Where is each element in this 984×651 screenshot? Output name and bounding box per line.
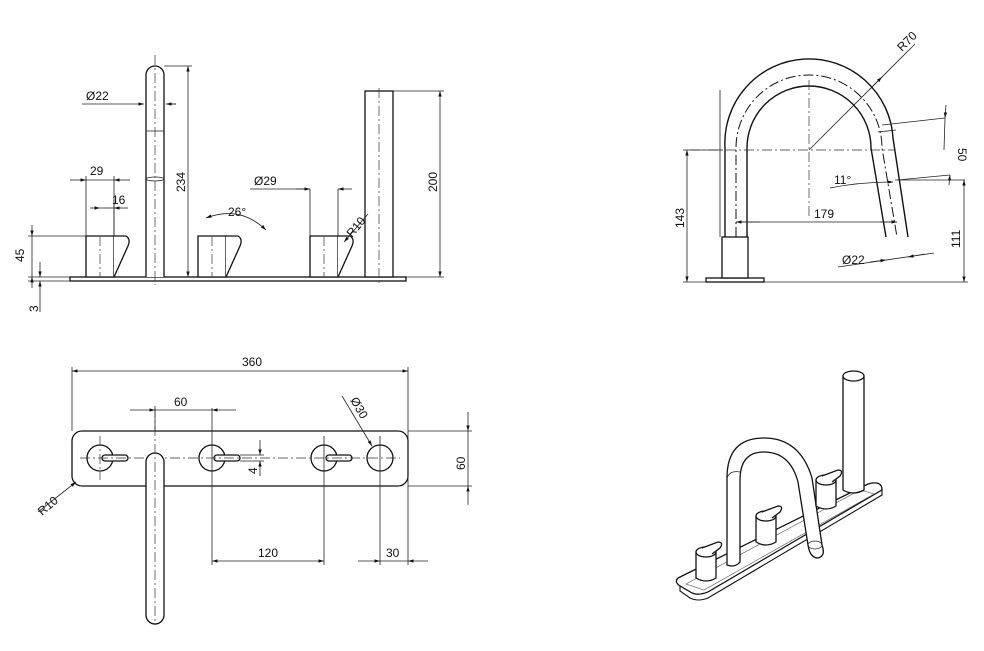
- dim-handle-height: 45: [13, 248, 27, 262]
- dim-spout-height: 234: [174, 172, 188, 192]
- dim-lever-width: 16: [112, 193, 126, 207]
- dim-spout-pitch: 60: [174, 395, 188, 409]
- iso-spout: [726, 437, 824, 567]
- arch-outer: [724, 58, 909, 238]
- side-view: R70 50 11° 179 143 Ø22 111: [673, 28, 969, 283]
- iso-handle-2: [755, 516, 777, 546]
- dim-shower-height: 200: [426, 172, 440, 192]
- dim-lever-thickness: 4: [246, 467, 260, 474]
- handle-lever-3: [337, 235, 354, 278]
- dim-spout-diameter: Ø22: [86, 89, 109, 103]
- dim-lever-angle: 26°: [228, 205, 246, 219]
- iso-handle-3: [815, 480, 837, 510]
- top-view: 360 60 Ø30 4 60 R10 120 3: [35, 355, 472, 625]
- dim-handle-width: 29: [90, 164, 104, 178]
- iso-shower-pipe: [842, 376, 865, 494]
- dim-plate-thickness: 3: [27, 305, 41, 312]
- side-spout-base: [721, 236, 749, 279]
- dim-side-height: 143: [673, 208, 687, 228]
- dim-outlet-diameter: Ø22: [842, 253, 865, 267]
- dim-outlet-angle: 11°: [834, 173, 851, 187]
- dim-arch-radius: R70: [894, 28, 920, 54]
- dim-plate-width: 60: [454, 456, 468, 470]
- dim-plate-length: 360: [242, 355, 262, 369]
- isometric-view: [675, 370, 883, 601]
- handle-lever-1: [113, 235, 130, 278]
- dim-spout-reach: 179: [814, 207, 834, 221]
- iso-handle-1: [695, 552, 717, 582]
- front-view: Ø22 29 16 45 3 234 26°: [13, 55, 444, 312]
- dim-outlet-height: 111: [949, 229, 963, 248]
- dim-handle-diameter: Ø29: [254, 174, 277, 188]
- dim-edge-distance: 30: [386, 546, 400, 560]
- base-plate: [69, 276, 407, 282]
- arch-centerline: [735, 74, 898, 238]
- dim-outlet-offset: 50: [955, 148, 969, 162]
- dim-handle-spacing: 120: [258, 546, 278, 560]
- dim-top-diameter: Ø30: [347, 395, 371, 422]
- handle-lever-2: [225, 235, 242, 278]
